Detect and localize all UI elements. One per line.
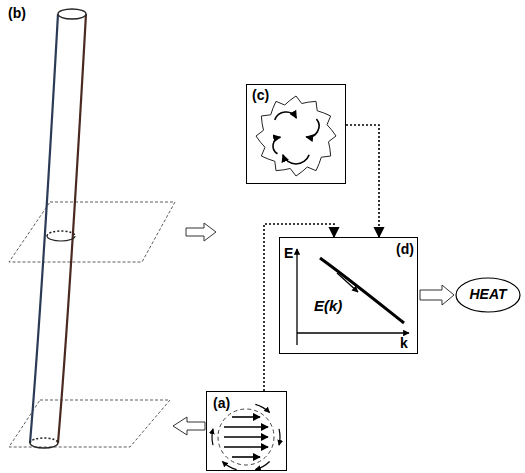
panel-label: (a) <box>213 396 230 411</box>
tube-end <box>58 9 86 19</box>
inset-box: (d) Ek E(k) <box>279 237 418 354</box>
tube-end <box>30 438 58 443</box>
panel-label: (d) <box>396 242 414 257</box>
inset-box: (a) <box>206 391 287 471</box>
hollow-arrow <box>186 223 216 241</box>
return-flow-arrow <box>255 404 269 412</box>
panel-label: (b) <box>8 6 26 21</box>
y-axis <box>296 249 297 345</box>
eddy-arrow <box>283 155 309 164</box>
flux-tube-edge <box>58 14 86 443</box>
tube-section <box>47 231 75 236</box>
panel-label: (c) <box>252 88 269 103</box>
return-flow-arrow <box>222 461 236 469</box>
output-label: HEAT <box>469 287 506 302</box>
heat-ellipse: HEAT <box>455 277 521 313</box>
hollow-arrow <box>420 285 454 305</box>
tube-end <box>30 443 58 448</box>
ellipse-outline <box>456 278 520 312</box>
eddy-arrow <box>306 119 319 137</box>
x-axis <box>297 332 409 333</box>
turbulent-eddies <box>256 96 336 176</box>
flow-arrow <box>232 456 260 458</box>
return-flow-arrow <box>212 429 213 445</box>
eddy-arrow <box>273 137 280 154</box>
flow-arrow <box>232 416 260 418</box>
energy-spectrum <box>297 249 409 345</box>
curve-label: E(k) <box>314 298 342 315</box>
inset-box: (c) <box>246 84 346 184</box>
eddy-outline <box>256 96 336 176</box>
dotted-arrow <box>346 125 379 237</box>
tube-section <box>47 236 75 241</box>
mode-circle <box>218 409 274 465</box>
wave-mode <box>212 404 280 469</box>
axis-label: k <box>400 336 408 351</box>
flux-tube-edge <box>30 14 58 443</box>
eddy-arrow <box>275 112 297 120</box>
cascade-arrow <box>337 273 358 292</box>
flow-arrow <box>224 446 268 448</box>
flow-arrow <box>224 426 268 428</box>
hollow-arrow <box>173 417 205 435</box>
cross-section-plane <box>9 202 175 262</box>
flow-arrow <box>224 436 268 438</box>
axis-label: E <box>284 246 293 261</box>
return-flow-arrow <box>255 461 269 469</box>
return-flow-arrow <box>279 429 280 445</box>
